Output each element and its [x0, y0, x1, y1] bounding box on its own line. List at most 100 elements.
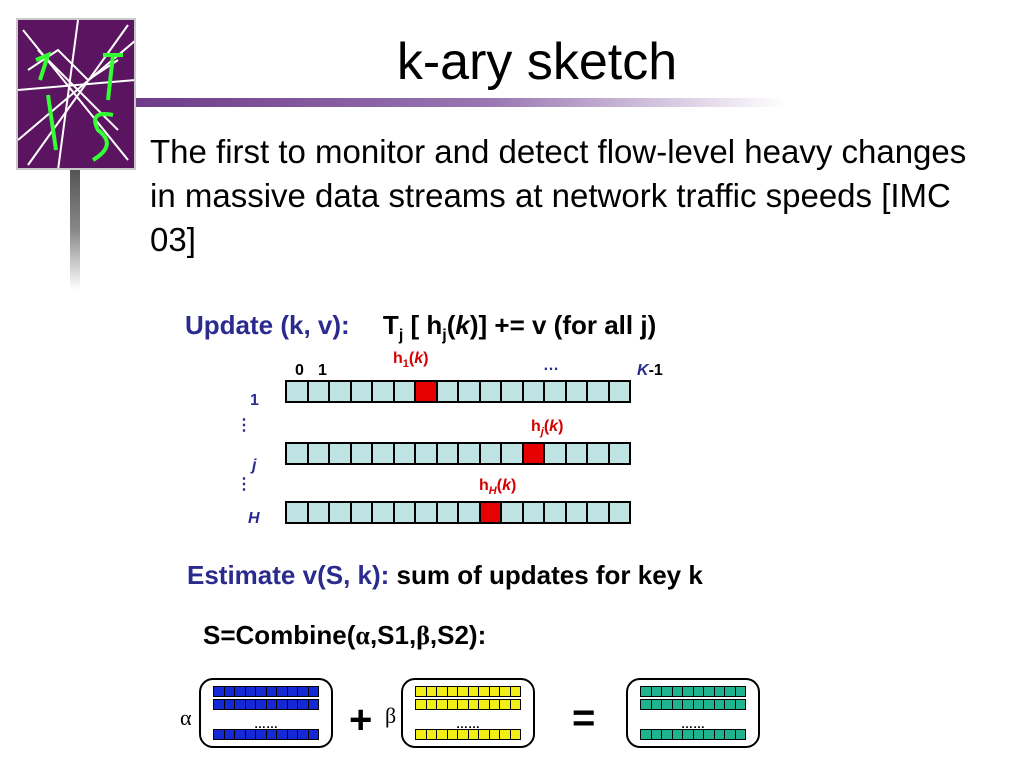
sketch-row-j [285, 442, 631, 465]
counter-cell [373, 382, 393, 401]
counter-cell [609, 503, 629, 522]
counter-cell [545, 444, 565, 463]
update-k: k [455, 310, 470, 340]
counter-cell [308, 382, 328, 401]
col-label-last: K-1 [637, 362, 663, 379]
logo-graphic [18, 20, 134, 168]
counter-cell [287, 444, 307, 463]
counter-cell [351, 503, 371, 522]
counter-cell [588, 444, 608, 463]
counter-cell [502, 503, 522, 522]
update-T: T [382, 310, 399, 340]
row-label-j: j [252, 457, 257, 474]
plus-sign: + [349, 698, 373, 742]
hash-label-1: h1(k) [393, 350, 429, 371]
counter-cell [566, 444, 586, 463]
estimate-label: Estimate v(S, k): [187, 560, 390, 590]
counter-cell [459, 503, 479, 522]
sketch-row [213, 686, 319, 697]
col-label-0: 0 [295, 362, 304, 379]
sketch-row [213, 729, 319, 740]
counter-cell [588, 382, 608, 401]
alpha-symbol: α [180, 705, 192, 730]
counter-cell [523, 382, 543, 401]
decorative-vertical-bar [70, 170, 80, 290]
hashed-counter-cell [416, 382, 436, 401]
bullet-text: The first to monitor and detect flow-lev… [150, 133, 967, 258]
sketch-dots: …… [681, 717, 705, 731]
counter-cell [308, 503, 328, 522]
update-formula: Update (k, v): Tj [ hj(k)] += v (for all… [185, 310, 656, 345]
update-j-sub: j [398, 327, 404, 345]
update-tail: += v (for all j) [487, 310, 657, 340]
update-paren-open: ( [446, 310, 456, 340]
hashed-counter-cell [480, 503, 500, 522]
sketch-row [640, 686, 746, 697]
estimate-line: Estimate v(S, k): sum of updates for key… [187, 560, 703, 591]
counter-cell [351, 444, 371, 463]
counter-cell [566, 503, 586, 522]
counter-cell [437, 444, 457, 463]
counter-cell [416, 444, 436, 463]
counter-cell [351, 382, 371, 401]
sketch-s2: …… [401, 678, 535, 748]
counter-cell [480, 444, 500, 463]
counter-cell [330, 503, 350, 522]
sketch-row [640, 699, 746, 710]
update-label: Update (k, v): [185, 310, 350, 340]
counter-cell [330, 444, 350, 463]
counter-cell [545, 503, 565, 522]
sketch-row [213, 699, 319, 710]
combine-line: S=Combine(α,S1,β,S2): [203, 620, 487, 650]
sketch-row [415, 699, 521, 710]
hash-label-H: hH(k) [479, 477, 517, 498]
counter-cell [459, 382, 479, 401]
counter-cell [287, 503, 307, 522]
counter-cell [394, 503, 414, 522]
counter-cell [330, 382, 350, 401]
counter-cell [394, 444, 414, 463]
counter-cell [416, 503, 436, 522]
col-label-1: 1 [318, 362, 327, 379]
beta-symbol: β [385, 703, 397, 728]
counter-cell [502, 444, 522, 463]
update-open: [ h [410, 310, 443, 340]
counter-cell [394, 382, 414, 401]
hash-label-j: hj(k) [531, 418, 564, 439]
counter-cell [609, 382, 629, 401]
row-vdots-1: ⋮ [236, 417, 252, 434]
equals-sign: = [572, 696, 596, 740]
sketch-row-H [285, 501, 631, 524]
counter-cell [437, 503, 457, 522]
counter-cell [588, 503, 608, 522]
counter-cell [480, 382, 500, 401]
decorative-horizontal-bar [136, 98, 786, 107]
sketch-dots: …… [254, 717, 278, 731]
counter-cell [308, 444, 328, 463]
counter-cell [373, 444, 393, 463]
row-vdots-2: ⋮ [236, 476, 252, 493]
update-h-sub: j [442, 327, 447, 345]
sketch-row [415, 686, 521, 697]
estimate-text: sum of updates for key k [389, 560, 703, 590]
update-paren-close: )] [469, 310, 488, 340]
counter-cell [502, 382, 522, 401]
sketch-result: …… [626, 678, 760, 748]
row-label-H: H [248, 510, 260, 527]
counter-cell [523, 503, 543, 522]
sketch-dots: …… [456, 717, 480, 731]
row-label-1: 1 [250, 392, 259, 409]
col-label-dots: … [543, 357, 559, 374]
counter-cell [373, 503, 393, 522]
counter-cell [459, 444, 479, 463]
counter-cell [609, 444, 629, 463]
slide-title: k-ary sketch [396, 33, 678, 91]
sketch-row [640, 729, 746, 740]
sketch-row [415, 729, 521, 740]
logo [16, 18, 136, 170]
counter-cell [437, 382, 457, 401]
counter-cell [287, 382, 307, 401]
sketch-s1: …… [199, 678, 333, 748]
sketch-row-1 [285, 380, 631, 403]
counter-cell [545, 382, 565, 401]
